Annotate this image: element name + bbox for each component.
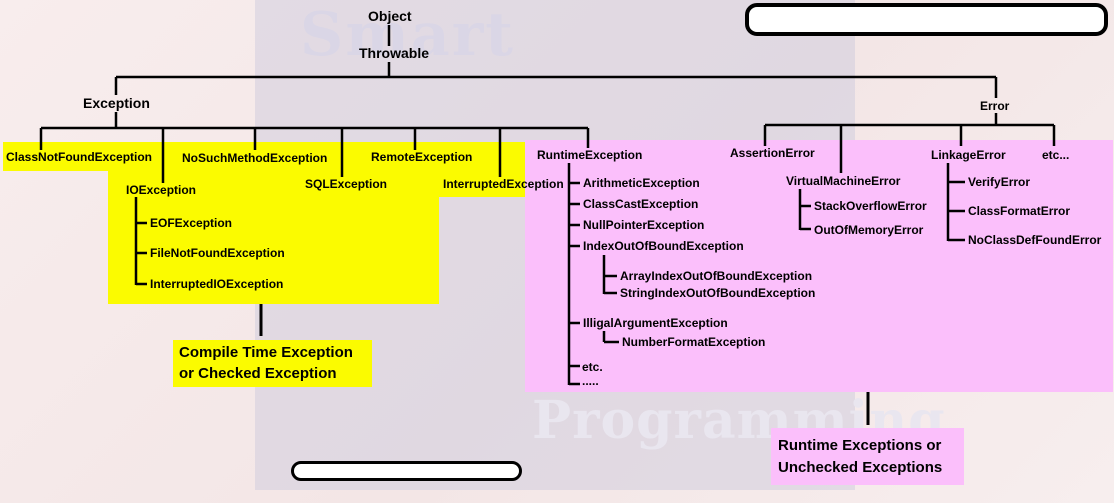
checked-exceptions-region-io — [108, 171, 439, 304]
node-classformaterror: ClassFormatError — [968, 204, 1071, 218]
unchecked-exceptions-region — [525, 140, 1113, 392]
node-sqlexception: SQLException — [305, 177, 388, 191]
watermark-logo-top: Smart — [300, 0, 516, 70]
node-exception: Exception — [83, 95, 150, 111]
node-arrayindexoutofboundexception: ArrayIndexOutOfBoundException — [620, 269, 813, 283]
node-numberformatexception: NumberFormatException — [622, 335, 766, 349]
node-remoteexception: RemoteException — [371, 150, 473, 164]
node-outofmemoryerror: OutOfMemoryError — [814, 223, 924, 237]
legend-unchecked-line2: Unchecked Exceptions — [778, 459, 943, 476]
node-linkageerror: LinkageError — [931, 148, 1006, 162]
node-indexoutofboundexception: IndexOutOfBoundException — [583, 239, 744, 253]
node-noclassdeffounderror: NoClassDefFoundError — [968, 233, 1102, 247]
node-runtimeexception: RuntimeException — [537, 148, 643, 162]
node-virtualmachineerror: VirtualMachineError — [786, 174, 901, 188]
node-throwable: Throwable — [359, 45, 430, 61]
node-nullpointerexception: NullPointerException — [583, 218, 705, 232]
node-ioexception: IOException — [126, 183, 197, 197]
node-ellipsis: ..... — [582, 374, 599, 388]
node-nosuchmethodexception: NoSuchMethodException — [182, 151, 328, 165]
node-arithmeticexception: ArithmeticException — [583, 176, 700, 190]
node-illigalargumentexception: IlligalArgumentException — [583, 316, 728, 330]
unchecked-legend-box — [771, 428, 964, 485]
redaction-pill-bottom — [291, 461, 522, 481]
node-object: Object — [368, 8, 412, 24]
node-classcastexception: ClassCastException — [583, 197, 699, 211]
node-eofexception: EOFException — [150, 216, 233, 230]
legend-checked-line1: Compile Time Exception — [179, 344, 353, 361]
node-classnotfoundexception: ClassNotFoundException — [6, 150, 153, 164]
node-error: Error — [980, 99, 1010, 113]
node-verifyerror: VerifyError — [968, 175, 1031, 189]
legend-checked-line2: or Checked Exception — [179, 365, 337, 382]
redaction-pill-top — [745, 3, 1108, 36]
node-error-etc: etc... — [1042, 148, 1070, 162]
node-stringindexoutofboundexception: StringIndexOutOfBoundException — [620, 286, 816, 300]
node-etc: etc. — [582, 360, 603, 374]
legend-unchecked-line1: Runtime Exceptions or — [778, 437, 942, 454]
node-interruptedexception: InterruptedException — [443, 177, 564, 191]
checked-exceptions-region — [3, 142, 439, 171]
node-filenotfoundexception: FileNotFoundException — [150, 246, 285, 260]
node-assertionerror: AssertionError — [730, 146, 815, 160]
checked-legend-box — [173, 340, 372, 387]
node-interruptedioexception: InterruptedIOException — [150, 277, 284, 291]
node-stackoverflowerror: StackOverflowError — [814, 199, 927, 213]
